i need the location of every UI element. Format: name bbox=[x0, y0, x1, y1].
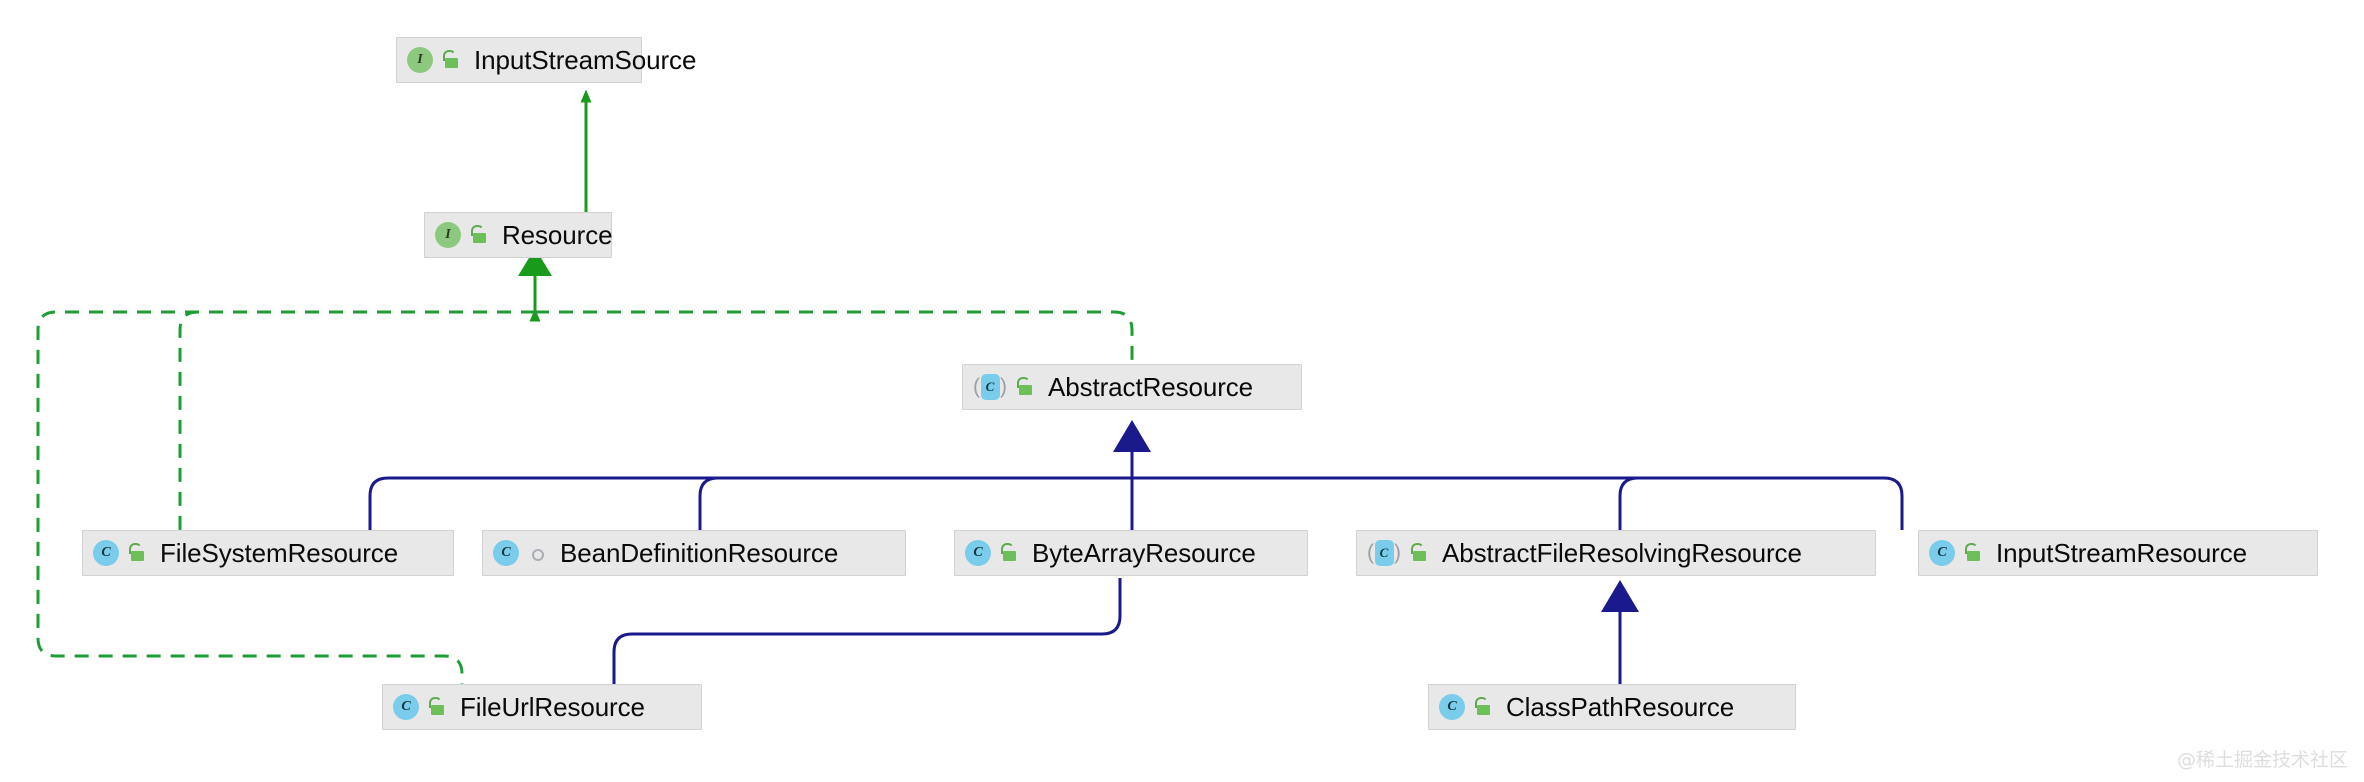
class-node-beandefinitionresource[interactable]: C BeanDefinitionResource bbox=[482, 530, 906, 576]
abstract-paren-left: ( bbox=[973, 375, 980, 398]
public-padlock-icon bbox=[1408, 540, 1430, 566]
class-icon: C bbox=[1929, 540, 1955, 566]
padlock-shackle bbox=[443, 50, 456, 61]
edge-group-extends-abstractresource bbox=[368, 420, 1904, 684]
node-icon-group: (C) bbox=[1367, 540, 1430, 566]
padlock-body bbox=[1413, 551, 1426, 561]
node-icon-group: I bbox=[407, 47, 462, 73]
padlock-body bbox=[131, 551, 144, 561]
package-ring bbox=[532, 549, 544, 561]
node-icon-group: C bbox=[1929, 540, 1984, 566]
class-node-label: Resource bbox=[502, 219, 613, 250]
abstract-class-marker: C bbox=[980, 374, 1000, 400]
public-padlock-icon bbox=[1472, 694, 1494, 720]
class-node-label: InputStreamSource bbox=[474, 44, 697, 75]
class-node-bytearrayresource[interactable]: C ByteArrayResource bbox=[954, 530, 1308, 576]
class-icon: C bbox=[93, 540, 119, 566]
node-icon-group: (C) bbox=[973, 374, 1036, 400]
padlock-shackle bbox=[1001, 543, 1014, 554]
padlock-shackle bbox=[1017, 377, 1030, 388]
padlock-body bbox=[1003, 551, 1016, 561]
abstract-class-icon: (C) bbox=[973, 374, 1007, 400]
class-node-inputstreamresource[interactable]: C InputStreamResource bbox=[1918, 530, 2318, 576]
public-padlock-icon bbox=[468, 222, 490, 248]
padlock-shackle bbox=[429, 697, 442, 708]
watermark: @稀土掘金技术社区 bbox=[2176, 749, 2348, 771]
padlock-body bbox=[445, 58, 458, 68]
class-node-label: AbstractResource bbox=[1048, 371, 1254, 402]
edge-group-implements-resource bbox=[36, 248, 1134, 684]
class-node-classpathresource[interactable]: C ClassPathResource bbox=[1428, 684, 1796, 730]
padlock-shackle bbox=[1411, 543, 1424, 554]
public-padlock-icon bbox=[1014, 374, 1036, 400]
abstract-class-icon: (C) bbox=[1367, 540, 1401, 566]
class-icon: C bbox=[493, 540, 519, 566]
public-padlock-icon bbox=[126, 540, 148, 566]
padlock-shackle bbox=[1475, 697, 1488, 708]
class-node-label: ClassPathResource bbox=[1506, 691, 1735, 722]
class-icon: C bbox=[1439, 694, 1465, 720]
package-private-icon bbox=[526, 540, 548, 566]
edge-classpathresource-extends-abstractfileresolvingresource bbox=[1601, 580, 1639, 684]
abstract-class-marker: C bbox=[1374, 540, 1394, 566]
node-icon-group: I bbox=[435, 222, 490, 248]
class-icon: C bbox=[393, 694, 419, 720]
class-node-abstractresource[interactable]: (C) AbstractResource bbox=[962, 364, 1302, 410]
abstract-paren-right: ) bbox=[1394, 541, 1401, 564]
class-node-label: AbstractFileResolvingResource bbox=[1442, 537, 1802, 568]
padlock-body bbox=[1019, 385, 1032, 395]
public-padlock-icon bbox=[426, 694, 448, 720]
padlock-shackle bbox=[129, 543, 142, 554]
public-padlock-icon bbox=[440, 47, 462, 73]
node-icon-group: C bbox=[93, 540, 148, 566]
node-icon-group: C bbox=[493, 540, 548, 566]
padlock-body bbox=[1477, 705, 1490, 715]
node-icon-group: C bbox=[1439, 694, 1494, 720]
class-node-label: InputStreamResource bbox=[1996, 537, 2248, 568]
padlock-shackle bbox=[471, 225, 484, 236]
abstract-paren-left: ( bbox=[1367, 541, 1374, 564]
public-padlock-icon bbox=[998, 540, 1020, 566]
padlock-body bbox=[473, 233, 486, 243]
class-node-filesystemresource[interactable]: C FileSystemResource bbox=[82, 530, 454, 576]
padlock-shackle bbox=[1965, 543, 1978, 554]
class-node-label: FileSystemResource bbox=[160, 537, 399, 568]
class-node-inputstreamsource[interactable]: I InputStreamSource bbox=[396, 37, 696, 83]
class-node-label: ByteArrayResource bbox=[1032, 537, 1256, 568]
class-node-resource[interactable]: I Resource bbox=[424, 212, 613, 258]
padlock-body bbox=[431, 705, 444, 715]
class-node-abstractfileresolvingresource[interactable]: (C) AbstractFileResolvingResource bbox=[1356, 530, 1876, 576]
abstract-paren-right: ) bbox=[1000, 375, 1007, 398]
interface-icon: I bbox=[407, 47, 433, 73]
interface-icon: I bbox=[435, 222, 461, 248]
class-node-fileurlresource[interactable]: C FileUrlResource bbox=[382, 684, 702, 730]
node-icon-group: C bbox=[393, 694, 448, 720]
class-icon: C bbox=[965, 540, 991, 566]
class-node-label: FileUrlResource bbox=[460, 691, 645, 722]
class-node-label: BeanDefinitionResource bbox=[560, 537, 839, 568]
padlock-body bbox=[1967, 551, 1980, 561]
public-padlock-icon bbox=[1962, 540, 1984, 566]
node-icon-group: C bbox=[965, 540, 1020, 566]
